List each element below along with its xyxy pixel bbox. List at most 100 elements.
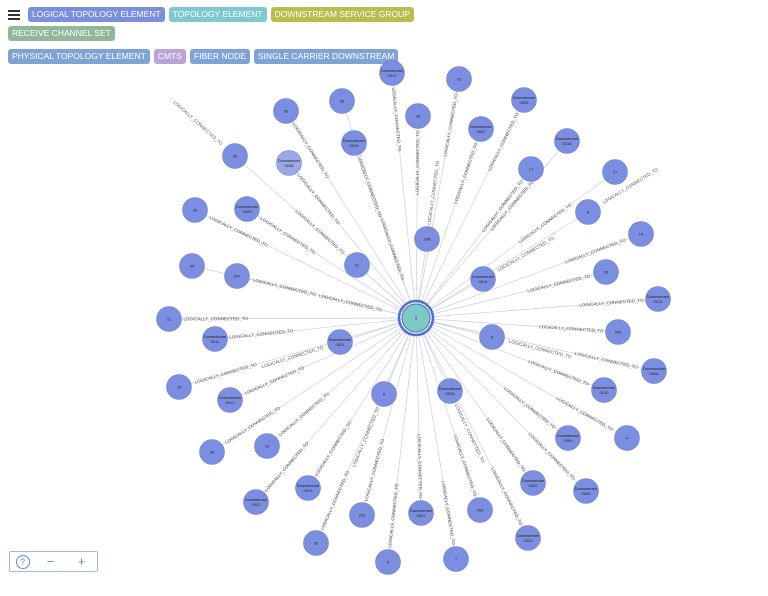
node-circle[interactable] [614,425,640,451]
graph-node[interactable]: 208 [414,226,440,252]
node-circle[interactable] [243,489,269,515]
node-circle[interactable] [605,319,631,345]
graph-node[interactable]: 28 [303,530,329,556]
node-circle[interactable] [341,130,367,156]
node-circle[interactable] [470,266,496,292]
node-circle[interactable] [254,433,280,459]
zoom-out-button[interactable]: − [46,553,55,569]
node-circle[interactable] [414,226,440,252]
node-circle[interactable] [593,259,619,285]
node-circle[interactable] [344,252,370,278]
legend-downstream-service-group[interactable]: DOWNSTREAM SERVICE GROUP [270,7,414,22]
graph-node[interactable]: 33 [222,143,248,169]
node-circle[interactable] [437,378,463,404]
graph-node[interactable]: 30 [329,88,355,114]
node-circle[interactable] [273,98,299,124]
node-circle[interactable] [591,377,617,403]
node-circle[interactable] [405,103,431,129]
node-circle[interactable] [199,439,225,465]
graph-node[interactable]: 27 [602,159,628,185]
node-circle[interactable] [511,87,537,113]
node-circle[interactable] [515,525,541,551]
graph-node[interactable]: 9 [375,549,401,575]
node-circle[interactable] [443,546,469,572]
legend-logical-topology-element[interactable]: LOGICAL TOPOLOGY ELEMENT [28,7,165,22]
menu-icon[interactable] [8,9,20,20]
graph-node[interactable]: 31 [446,66,472,92]
node-circle[interactable] [349,502,375,528]
graph-node[interactable]: 202 [349,502,375,528]
center-node-circle[interactable] [401,303,431,333]
node-circle[interactable] [467,497,493,523]
help-button[interactable]: ? [15,554,30,569]
graph-node[interactable]: 21 [344,252,370,278]
graph-node[interactable]: 6 [371,381,397,407]
node-circle[interactable] [555,425,581,451]
node-circle[interactable] [327,329,353,355]
node-circle[interactable] [202,326,228,352]
node-circle[interactable] [303,530,329,556]
legend-receive-channel-set[interactable]: RECEIVE CHANNEL SET [8,26,115,41]
node-circle[interactable] [645,286,671,312]
graph-node[interactable]: 8 [575,199,601,225]
node-circle[interactable] [446,66,472,92]
node-circle[interactable] [468,116,494,142]
graph-node[interactable]: 206 [467,497,493,523]
node-circle[interactable] [573,478,599,504]
graph-node[interactable]: 29 [182,197,208,223]
graph-node[interactable]: 17 [518,156,544,182]
node-circle[interactable] [628,221,654,247]
legend-physical-topology-element[interactable]: PHYSICAL TOPOLOGY ELEMENT [8,49,150,64]
graph-node[interactable]: 11 [156,306,182,332]
node-circle[interactable] [156,306,182,332]
graph-node[interactable]: 12 [254,433,280,459]
zoom-in-button[interactable]: + [77,553,86,569]
graph-node[interactable]: 5 [479,324,505,350]
legend-fiber-node[interactable]: FIBER NODE [189,49,250,64]
node-circle[interactable] [179,253,205,279]
graph-node[interactable]: 36 [273,98,299,124]
node-circle[interactable] [182,197,208,223]
graph-node[interactable]: 7 [443,546,469,572]
node-circle[interactable] [518,156,544,182]
node-circle[interactable] [295,475,321,501]
legend-single-carrier-downstream[interactable]: SINGLE CARRIER DOWNSTREAM [253,49,399,64]
node-circle[interactable] [575,199,601,225]
node-circle[interactable] [234,196,260,222]
node-circle[interactable] [224,263,250,289]
graph-node[interactable]: 16 [405,103,431,129]
center-node[interactable]: 1 [397,299,435,337]
graph-node[interactable]: 15 [593,259,619,285]
node-circle[interactable] [554,128,580,154]
legend-cmts[interactable]: CMTS [153,49,186,64]
legend-topology-element[interactable]: TOPOLOGY ELEMENT [168,7,267,22]
node-circle[interactable] [602,159,628,185]
node-circle[interactable] [371,381,397,407]
graph-node[interactable]: 35 [179,253,205,279]
graph-node[interactable]: 207 [224,263,250,289]
node-circle[interactable] [408,500,434,526]
node-circle[interactable] [479,324,505,350]
graph-node[interactable]: 14 [628,221,654,247]
node-circle[interactable] [379,60,405,86]
